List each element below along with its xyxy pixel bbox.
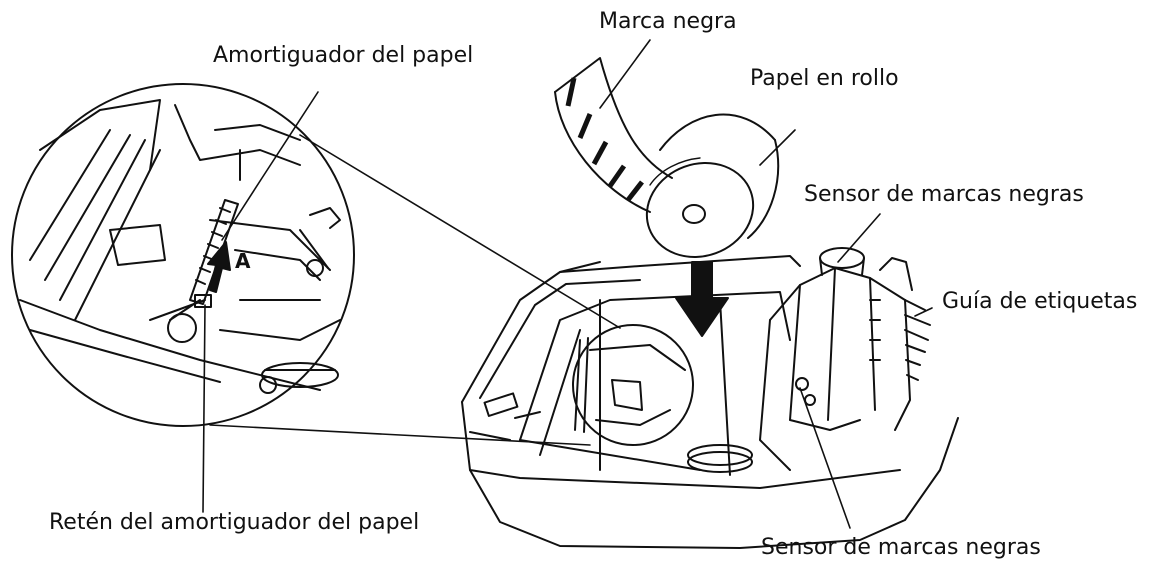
printer-body: [461, 255, 959, 549]
insert-arrow: [675, 261, 729, 337]
zoom-connector-lines: [209, 134, 621, 446]
label-guia-etiquetas: Guía de etiquetas: [942, 289, 1138, 314]
label-papel-en-rollo: Papel en rollo: [750, 66, 899, 91]
callout-letter-a: A: [235, 249, 251, 273]
leader-lines: [202, 39, 933, 529]
small-zoom-circle: [572, 324, 694, 446]
label-marca-negra: Marca negra: [599, 9, 737, 34]
label-reten-amortiguador: Retén del amortiguador del papel: [49, 510, 420, 535]
paper-damper: [167, 199, 239, 343]
magnified-circle: [11, 83, 355, 427]
black-marks: [565, 77, 644, 202]
paper-roll: [554, 57, 780, 259]
label-amortiguador-papel: Amortiguador del papel: [213, 43, 474, 68]
label-sensor-marcas-negras-top: Sensor de marcas negras: [804, 182, 1084, 207]
label-sensor-marcas-negras-bottom: Sensor de marcas negras: [761, 535, 1041, 560]
roller-assembly: [759, 247, 931, 471]
damper-arrow: [207, 241, 231, 293]
